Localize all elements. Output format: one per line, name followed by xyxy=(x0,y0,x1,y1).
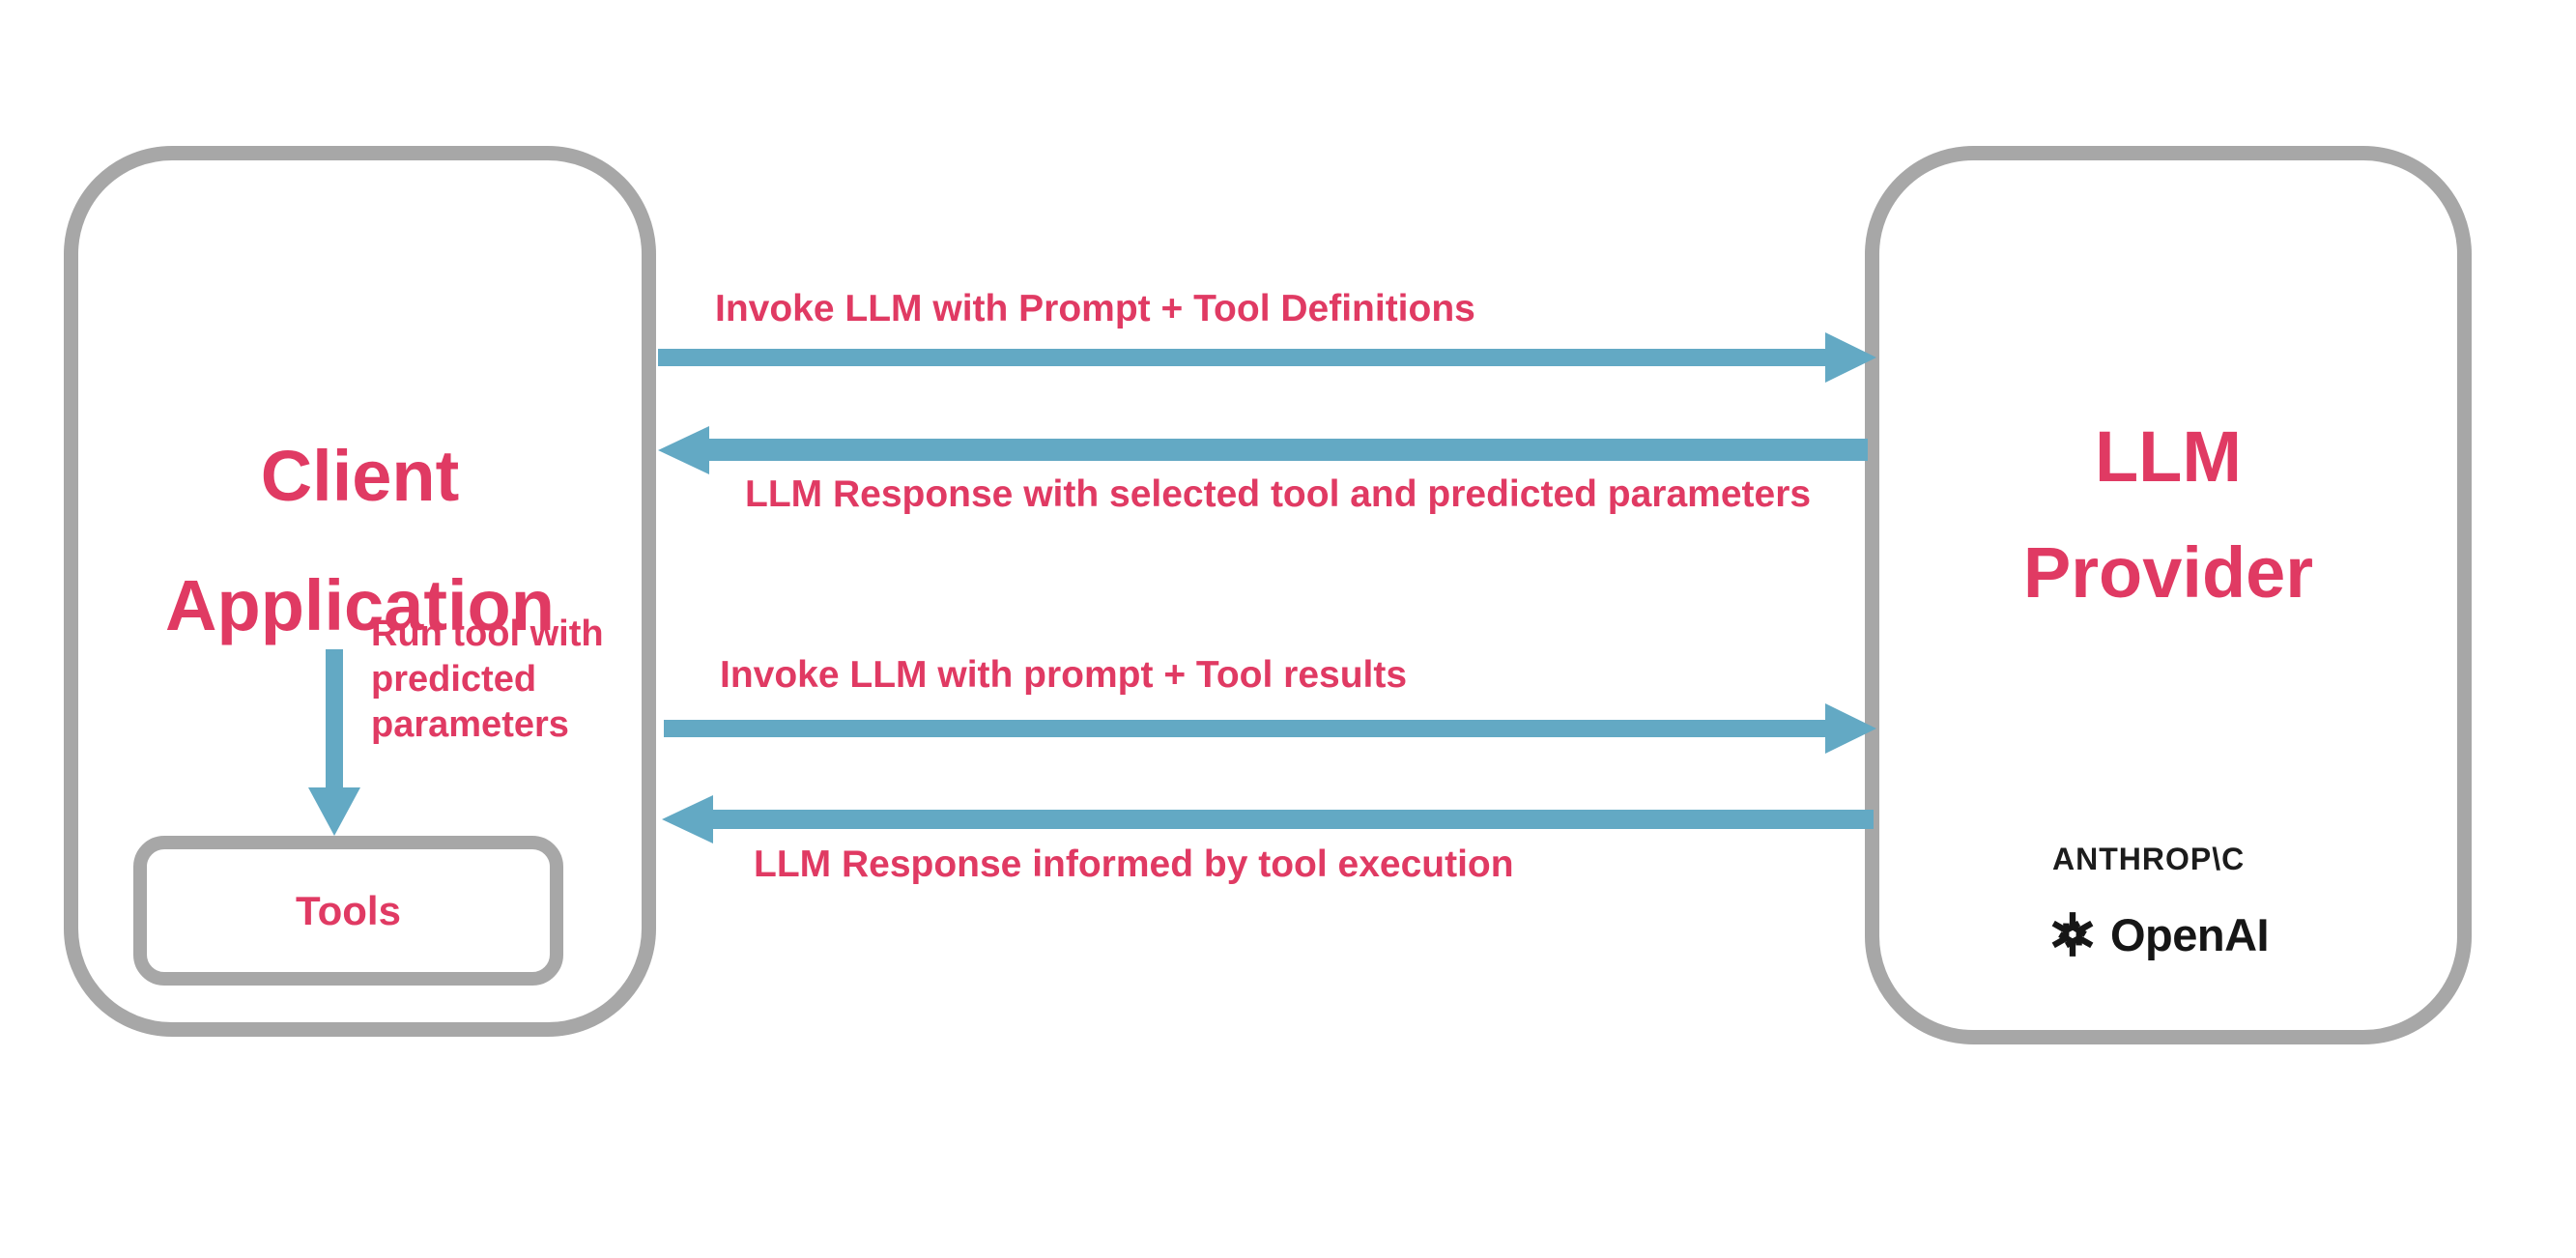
anthropic-logo: ANTHROP\C xyxy=(2052,842,2246,876)
message-response-informed: LLM Response informed by tool execution xyxy=(754,843,1514,885)
llm-title-line2: Provider xyxy=(2022,532,2314,613)
arrow1-right-arrowhead-icon xyxy=(1825,332,1876,383)
arrow3-shaft xyxy=(664,720,1825,737)
client-title-line1: Client xyxy=(260,436,460,516)
message-invoke-with-tool-definitions: Invoke LLM with Prompt + Tool Definition… xyxy=(715,288,1475,329)
arrow4-left-arrowhead-icon xyxy=(662,795,713,843)
run-tool-label-line3: parameters xyxy=(371,704,569,745)
openai-label: OpenAI xyxy=(2110,908,2270,960)
arrow1-shaft xyxy=(658,349,1825,366)
client-application-title: Client Application xyxy=(64,412,656,671)
llm-title-line1: LLM xyxy=(2094,416,2243,497)
message-invoke-with-tool-results: Invoke LLM with prompt + Tool results xyxy=(720,654,1408,696)
client-title-line2: Application xyxy=(165,565,555,645)
llm-provider-title: LLM Provider xyxy=(1865,399,2472,631)
arrow2-shaft xyxy=(709,439,1868,461)
run-tool-arrow-shaft xyxy=(326,649,343,787)
arrow2-left-arrowhead-icon xyxy=(658,426,709,474)
openai-icon xyxy=(2045,906,2101,962)
run-tool-arrow-head-icon xyxy=(308,787,360,836)
openai-logo: OpenAI xyxy=(2045,906,2270,962)
tools-label: Tools xyxy=(296,887,401,933)
run-tool-label-line2: predicted xyxy=(371,659,537,700)
run-tool-label: Run tool with predicted parameters xyxy=(371,612,661,748)
arrow4-shaft xyxy=(713,810,1874,829)
tools-box: Tools xyxy=(133,836,563,986)
arrow3-right-arrowhead-icon xyxy=(1825,703,1876,754)
message-response-selected-tool: LLM Response with selected tool and pred… xyxy=(745,473,1812,515)
run-tool-label-line1: Run tool with xyxy=(371,614,604,654)
